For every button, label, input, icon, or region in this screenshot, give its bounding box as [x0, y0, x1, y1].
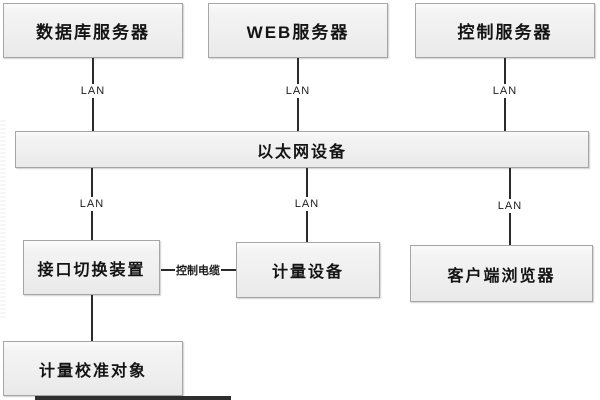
- node-metering-device-label: 计量设备: [271, 264, 344, 281]
- node-web-server: WEB服务器: [208, 3, 388, 58]
- edge-label-lan-4: LAN: [77, 197, 107, 211]
- node-control-server-label: 控制服务器: [457, 23, 553, 42]
- node-ethernet-device: 以太网设备: [15, 131, 589, 168]
- edge-line-switch-calibration: [91, 295, 93, 341]
- node-ethernet-device-label: 以太网设备: [256, 143, 347, 161]
- edge-label-lan-1: LAN: [78, 84, 108, 98]
- edge-label-control-cable: 控制电缆: [175, 262, 221, 278]
- edge-label-lan-6: LAN: [495, 199, 525, 213]
- node-client-browser-label: 客户端浏览器: [447, 267, 556, 285]
- node-metering-device: 计量设备: [236, 242, 380, 298]
- bottom-artifact-bar: [35, 396, 231, 400]
- node-database-server-label: 数据库服务器: [36, 23, 150, 42]
- edge-label-lan-3: LAN: [490, 84, 520, 98]
- node-web-server-label: WEB服务器: [246, 23, 350, 42]
- node-database-server: 数据库服务器: [3, 3, 183, 58]
- node-calibration-object-label: 计量校准对象: [38, 362, 147, 380]
- left-edge-texture: [0, 120, 6, 320]
- edge-label-lan-2: LAN: [283, 84, 313, 98]
- node-interface-switch: 接口切换装置: [23, 240, 160, 295]
- node-calibration-object: 计量校准对象: [3, 341, 183, 396]
- edge-label-lan-5: LAN: [292, 197, 322, 211]
- node-client-browser: 客户端浏览器: [410, 245, 593, 302]
- node-control-server: 控制服务器: [415, 3, 595, 58]
- node-interface-switch-label: 接口切换装置: [37, 261, 146, 279]
